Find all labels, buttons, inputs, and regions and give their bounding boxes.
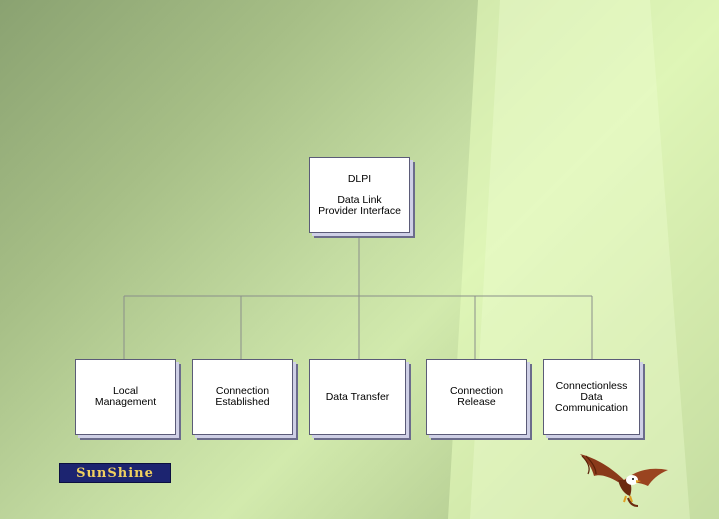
- sunshine-logo: SunShine: [59, 463, 171, 483]
- node-connection-established[interactable]: Connection Established: [192, 359, 293, 435]
- root-title: DLPI: [347, 172, 372, 185]
- node-label: Connectionless Data Communication: [555, 379, 628, 414]
- node-local-management[interactable]: Local Management: [75, 359, 176, 435]
- node-connectionless-data-communication[interactable]: Connectionless Data Communication: [543, 359, 640, 435]
- node-label: Data Transfer: [325, 390, 390, 403]
- node-label: Connection Established: [215, 385, 270, 408]
- node-connection-release[interactable]: Connection Release: [426, 359, 527, 435]
- node-label: Connection Release: [449, 385, 504, 408]
- logo-text: SunShine: [76, 465, 154, 481]
- node-data-transfer[interactable]: Data Transfer: [309, 359, 406, 435]
- eagle-icon: [580, 454, 668, 507]
- root-subtitle: Data Link Provider Interface: [318, 193, 401, 217]
- node-label: Local Management: [94, 385, 157, 408]
- dlpi-root-node[interactable]: DLPI Data Link Provider Interface: [309, 157, 410, 233]
